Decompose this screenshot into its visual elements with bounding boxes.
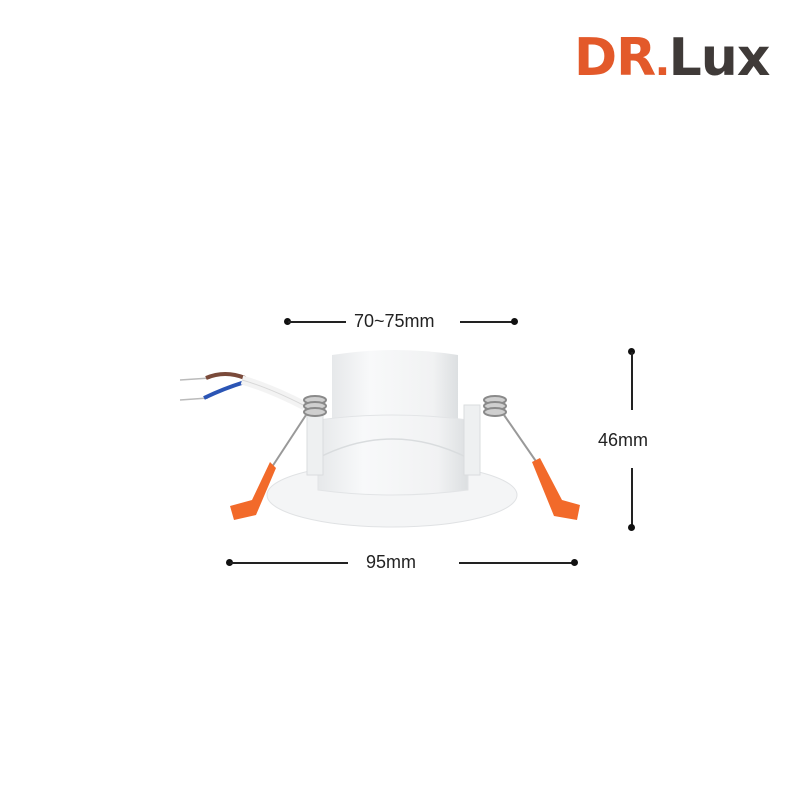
dimension-line xyxy=(631,352,633,410)
dimension-endpoint-icon xyxy=(571,559,578,566)
downlight-product-image xyxy=(179,350,580,528)
dimension-endpoint-icon xyxy=(628,348,635,355)
dimension-line xyxy=(230,562,348,564)
dimension-line xyxy=(460,321,514,323)
logo-dot: . xyxy=(655,29,669,87)
cutout-label: 70~75mm xyxy=(354,311,435,331)
brand-logo: DR.Lux xyxy=(574,28,771,88)
dimension-endpoint-icon xyxy=(628,524,635,531)
height-label: 46mm xyxy=(598,430,649,450)
dimension-line xyxy=(631,468,633,526)
dimension-endpoint-icon xyxy=(226,559,233,566)
dimension-endpoint-icon xyxy=(511,318,518,325)
dimension-endpoint-icon xyxy=(284,318,291,325)
dimension-line xyxy=(459,562,574,564)
logo-dr: DR xyxy=(574,28,656,88)
logo-lux: Lux xyxy=(668,28,771,88)
dimension-line xyxy=(288,321,346,323)
diameter-label: 95mm xyxy=(366,552,417,572)
